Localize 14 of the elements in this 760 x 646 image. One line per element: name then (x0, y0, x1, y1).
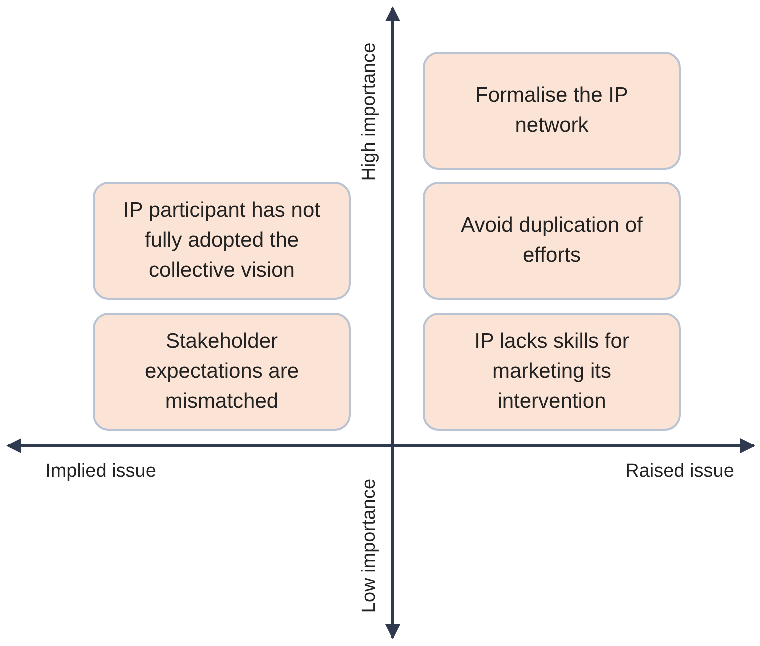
issue-box (93, 313, 351, 431)
issue-text: Stakeholder expectations are mismatched (144, 329, 300, 415)
issue-text: Avoid duplication of efforts (460, 213, 644, 269)
axis-label: Raised issue (626, 461, 734, 483)
issue-box (423, 52, 681, 170)
issue-text: IP lacks skills for marketing its intervention (474, 329, 630, 415)
issue-box (423, 313, 681, 431)
issue-box (423, 182, 681, 300)
issue-text: Formalise the IP network (474, 83, 630, 139)
issue-text: IP participant has not fully adopted the collective vision (122, 198, 322, 284)
axis-label: Low importance (359, 478, 381, 614)
axis-label: Implied issue (46, 461, 156, 483)
axis-label: High importance (359, 42, 381, 182)
issue-box (93, 182, 351, 300)
